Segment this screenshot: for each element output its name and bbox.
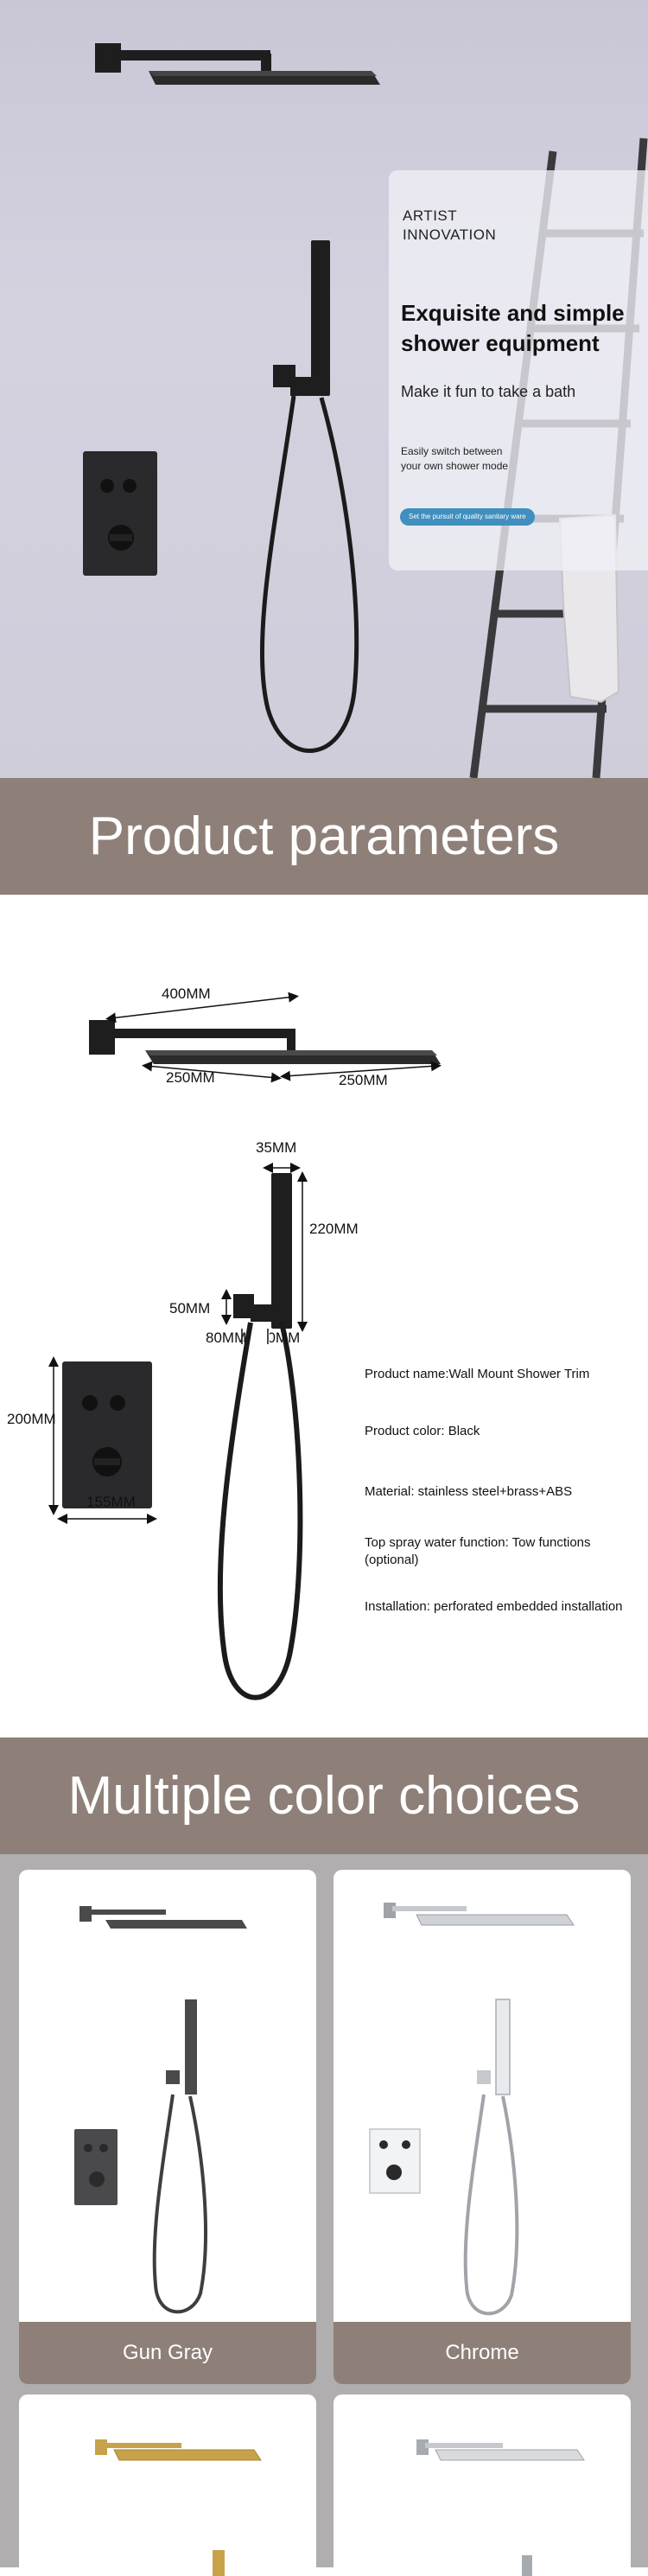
- hero-text-card: [389, 170, 648, 571]
- color-option-chrome[interactable]: Chrome: [334, 1870, 631, 2384]
- color-option-gun-gray[interactable]: Gun Gray: [19, 1870, 316, 2384]
- diagram-rain-head-icon: [89, 1020, 441, 1064]
- gun-gray-label: Gun Gray: [19, 2322, 316, 2384]
- desc-line-2: your own shower mode: [401, 460, 509, 472]
- thermostatic-valve-icon: [83, 451, 157, 576]
- parameters-title: Product parameters: [88, 807, 560, 866]
- color-option-silver[interactable]: [334, 2394, 631, 2576]
- spec-product-color: Product color: Black: [365, 1424, 480, 1438]
- parameters-banner: Product parameters: [0, 778, 648, 895]
- dim-arm: 400MM: [162, 985, 211, 1002]
- spec-product-name: Product name:Wall Mount Shower Trim: [365, 1367, 590, 1381]
- chrome-product-image: [369, 1903, 575, 2316]
- brand-line-1: ARTIST: [403, 207, 458, 224]
- headline-line-1: Exquisite and simple: [401, 300, 625, 326]
- diagram-valve-icon: [62, 1361, 152, 1508]
- dim-valve-height: 200MM: [7, 1411, 56, 1427]
- diagram-hand-shower-icon: [217, 1173, 303, 1700]
- dim-head-left: 250MM: [166, 1069, 215, 1086]
- dim-holder-left: 80MM: [206, 1329, 247, 1346]
- hero-description: Easily switch between your own shower mo…: [401, 444, 574, 474]
- desc-line-1: Easily switch between: [401, 445, 503, 457]
- brand-line-2: INNOVATION: [403, 226, 497, 243]
- hero-slogan-pill: Set the pursuit of quality sanitary ware: [400, 508, 535, 526]
- colors-title: Multiple color choices: [67, 1766, 581, 1826]
- dim-head-right: 250MM: [339, 1072, 388, 1088]
- dim-handle-width: 35MM: [256, 1139, 297, 1156]
- rain-shower-head-icon: [95, 43, 380, 85]
- spec-water-function: Top spray water function: Tow functions …: [365, 1535, 591, 1567]
- hero-headline: Exquisite and simple shower equipment: [401, 298, 648, 359]
- dim-holder-right: 80MM: [270, 1329, 301, 1346]
- chrome-label: Chrome: [334, 2322, 631, 2384]
- gun-gray-product-image: [74, 1906, 247, 2314]
- headline-line-2: shower equipment: [401, 330, 600, 356]
- dim-holder: 50MM: [169, 1300, 211, 1317]
- dimension-diagram: [48, 992, 442, 1700]
- dim-handle-length: 220MM: [309, 1221, 359, 1237]
- color-option-gold[interactable]: [19, 2394, 316, 2576]
- silver-product-image: [416, 2439, 585, 2576]
- spec-material: Material: stainless steel+brass+ABS: [365, 1484, 573, 1499]
- spec-installation: Installation: perforated embedded instal…: [365, 1599, 623, 1614]
- hero-tagline: Make it fun to take a bath: [401, 383, 576, 400]
- gold-product-image: [95, 2439, 262, 2576]
- dim-valve-width: 155MM: [86, 1494, 136, 1510]
- colors-banner: Multiple color choices: [0, 1738, 648, 1854]
- hero-section: ARTIST INNOVATION Exquisite and simple s…: [0, 0, 648, 778]
- hand-shower-icon: [259, 240, 359, 753]
